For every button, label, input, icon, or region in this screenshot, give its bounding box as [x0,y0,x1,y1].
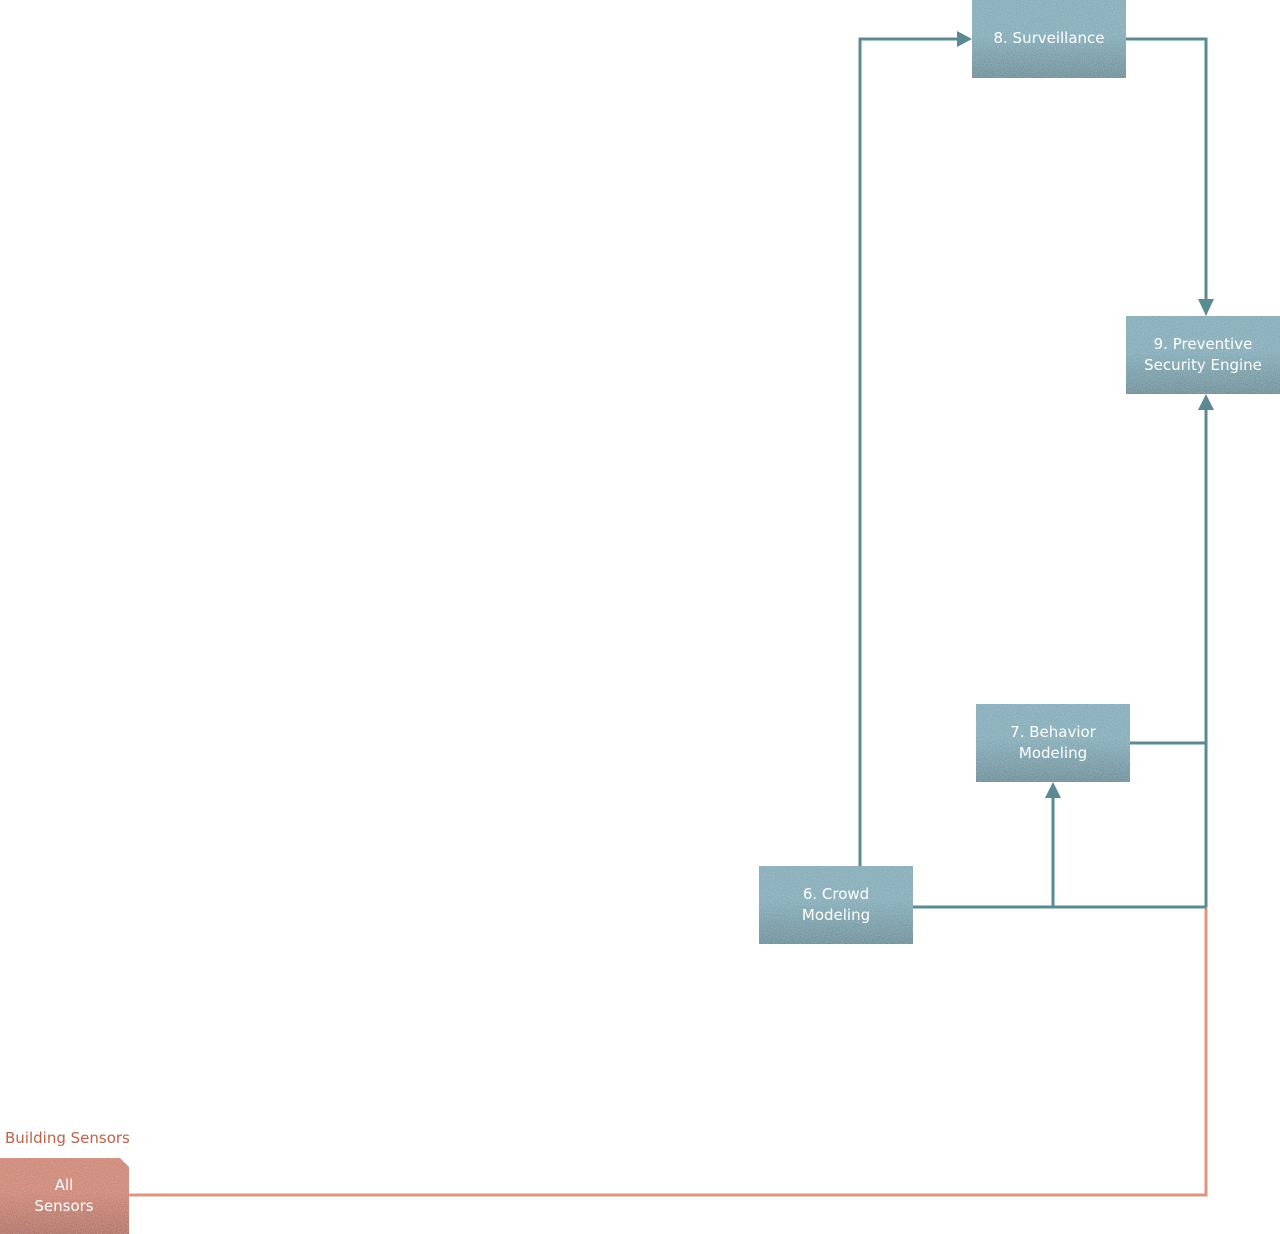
node-crowd-modeling[interactable]: 6. Crowd Modeling [759,866,913,944]
node-crowd-modeling-label-line2: Modeling [802,906,870,924]
node-all-sensors-label-line2: Sensors [34,1197,93,1215]
arrowheads [957,31,1214,798]
node-preventive-security-engine-label-line2: Security Engine [1144,356,1262,374]
node-behavior-modeling-box [976,704,1130,782]
arrowhead-into-preventive-security-engine-top [1198,299,1214,316]
node-behavior-modeling-label-line1: 7. Behavior [1010,723,1097,741]
node-crowd-modeling-box [759,866,913,944]
node-behavior-modeling-label-line2: Modeling [1019,744,1087,762]
node-behavior-modeling[interactable]: 7. Behavior Modeling [976,704,1130,782]
node-surveillance[interactable]: 8. Surveillance [972,0,1126,78]
node-surveillance-label: 8. Surveillance [993,29,1104,47]
arrowhead-into-behavior-modeling [1045,782,1061,798]
group-label-building-sensors: Building Sensors [5,1129,130,1147]
node-preventive-security-engine[interactable]: 9. Preventive Security Engine [1126,316,1280,394]
node-preventive-security-engine-label-line1: 9. Preventive [1154,335,1253,353]
node-all-sensors-label-line1: All [55,1176,74,1194]
edges [129,37,1208,1197]
edge-all-sensors-to-preventive-security-engine [129,907,1208,1197]
node-preventive-security-engine-box [1126,316,1280,394]
node-all-sensors-box [0,1158,129,1234]
node-all-sensors[interactable]: All Sensors [0,1158,129,1234]
node-crowd-modeling-label-line1: 6. Crowd [803,885,869,903]
edge-crowd-modeling-to-surveillance [858,37,962,866]
arrowhead-into-preventive-security-engine-bottom [1198,394,1214,410]
arrowhead-into-surveillance [957,31,972,47]
edge-surveillance-to-preventive-security-engine [1126,37,1208,302]
node-surveillance-box [972,0,1126,78]
